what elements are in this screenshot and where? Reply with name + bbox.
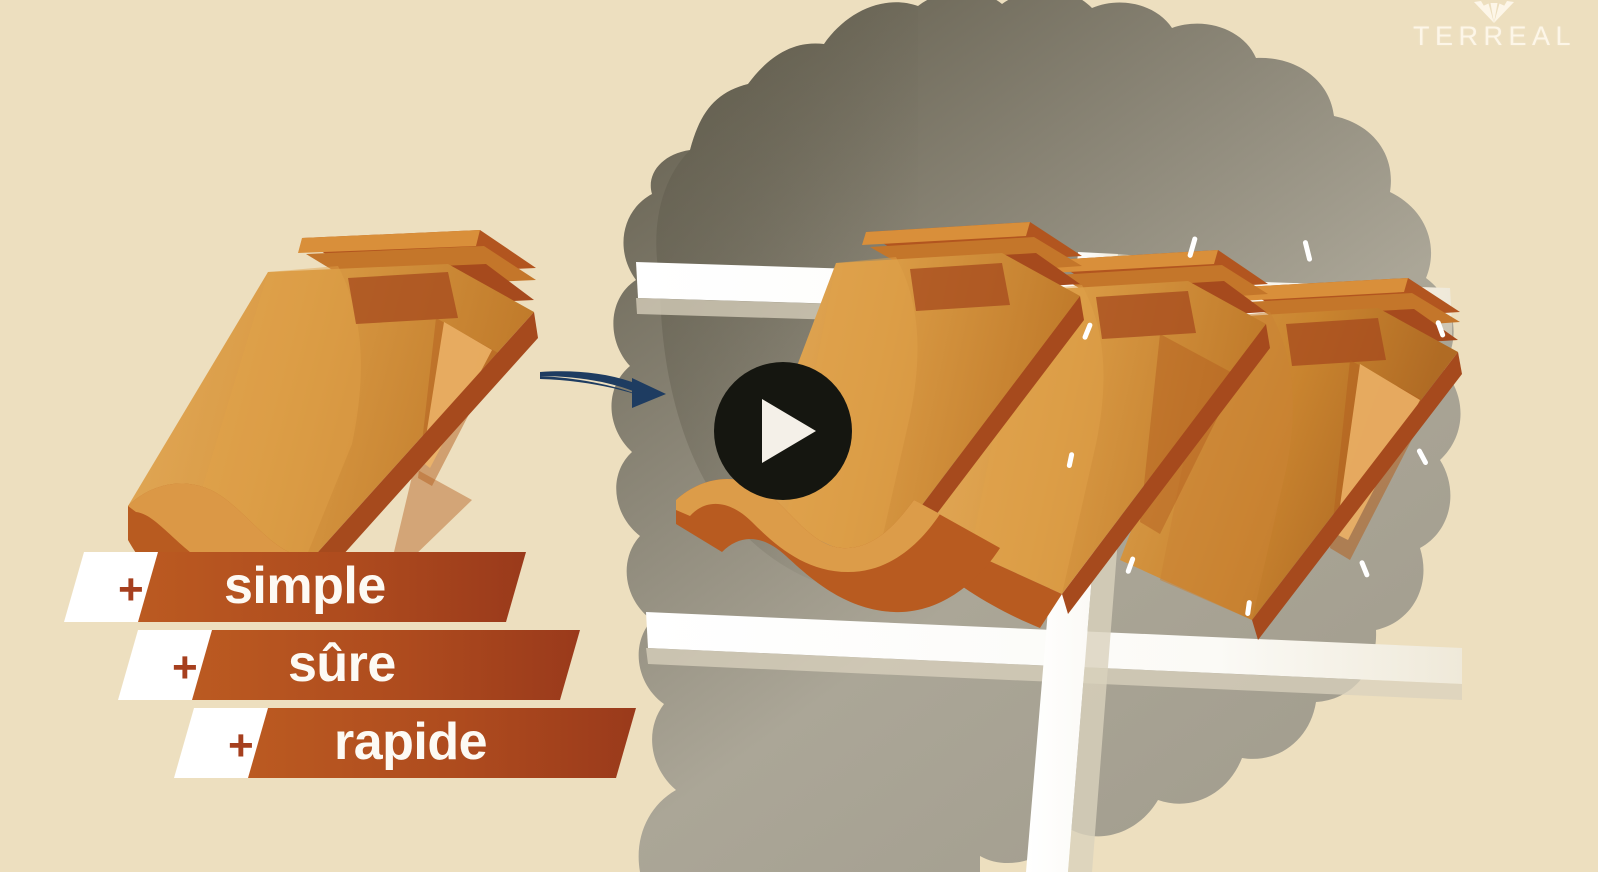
feature-badge-rapide: + rapide (174, 704, 724, 778)
badge-plus-sign: + (228, 721, 254, 770)
badge-label: rapide (334, 713, 488, 771)
curved-right-arrow-icon (540, 371, 666, 408)
badge-body (192, 630, 580, 700)
badge-body (138, 552, 526, 622)
badge-label: sûre (288, 635, 396, 693)
sparkle-marks (1066, 236, 1446, 617)
play-video-button[interactable] (714, 362, 852, 500)
feature-badge-simple: + simple (64, 548, 614, 622)
feature-badge-sure: + sûre (118, 626, 668, 700)
badge-label: simple (224, 557, 386, 615)
roof-tile-cluster (676, 222, 1462, 640)
play-triangle-icon (762, 399, 816, 463)
badge-plus-sign: + (172, 643, 198, 692)
feature-badge-list: + simple + sûre (64, 548, 644, 798)
badge-body (248, 708, 636, 778)
roof-tile-1 (676, 222, 1084, 613)
badge-plus-sign: + (118, 565, 144, 614)
